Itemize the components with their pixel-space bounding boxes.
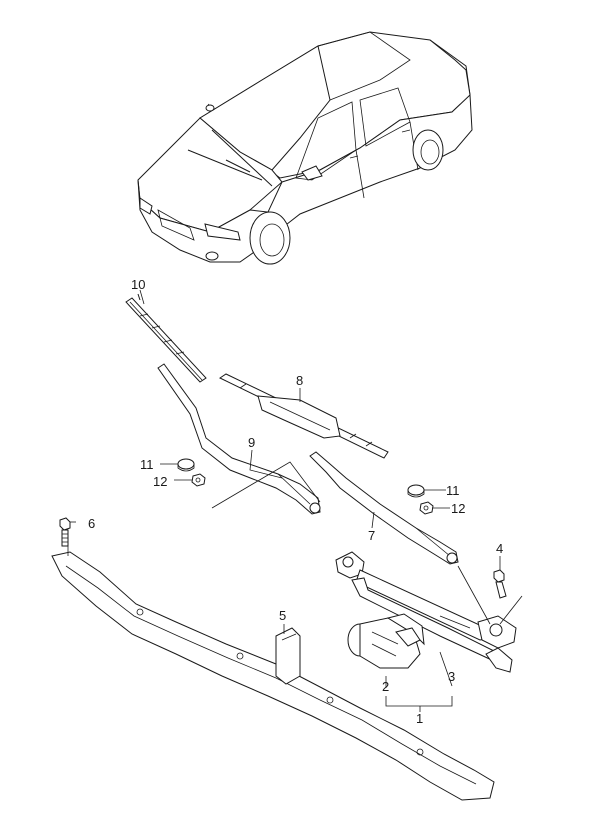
callout-5: 5 (279, 608, 286, 623)
callout-6: 6 (88, 516, 95, 531)
callout-9: 9 (248, 435, 255, 450)
part-2-wiper-motor (347, 613, 425, 669)
part-11-cap-left (177, 458, 195, 472)
part-12-nut-right (419, 501, 434, 515)
callout-11-left: 11 (140, 457, 154, 472)
part-8-wiper-blade-passenger (218, 373, 389, 459)
callout-2: 2 (382, 679, 389, 694)
car-illustration (137, 31, 473, 265)
part-7-wiper-arm-passenger (309, 451, 459, 565)
callout-11-right: 11 (446, 483, 460, 498)
callout-12-left: 12 (153, 474, 167, 489)
part-9-wiper-arm-driver (157, 363, 321, 515)
leader-lines (67, 289, 523, 712)
callout-3: 3 (448, 669, 455, 684)
callout-8: 8 (296, 373, 303, 388)
callout-4: 4 (496, 541, 503, 556)
callout-12-right: 12 (451, 501, 465, 516)
callout-labels: 10 8 9 11 12 11 12 7 6 4 5 2 3 1 (88, 277, 503, 726)
part-3-wiper-linkage (335, 551, 517, 673)
part-10-wiper-blade-driver (125, 293, 207, 383)
part-12-nut-left (191, 473, 206, 487)
part-5-cowl-crossmember (51, 551, 495, 801)
part-6-bolt (59, 517, 71, 547)
callout-10: 10 (131, 277, 145, 292)
callout-1: 1 (416, 711, 423, 726)
part-11-cap-right (407, 484, 425, 498)
callout-7: 7 (368, 528, 375, 543)
part-4-bolt (493, 569, 507, 599)
